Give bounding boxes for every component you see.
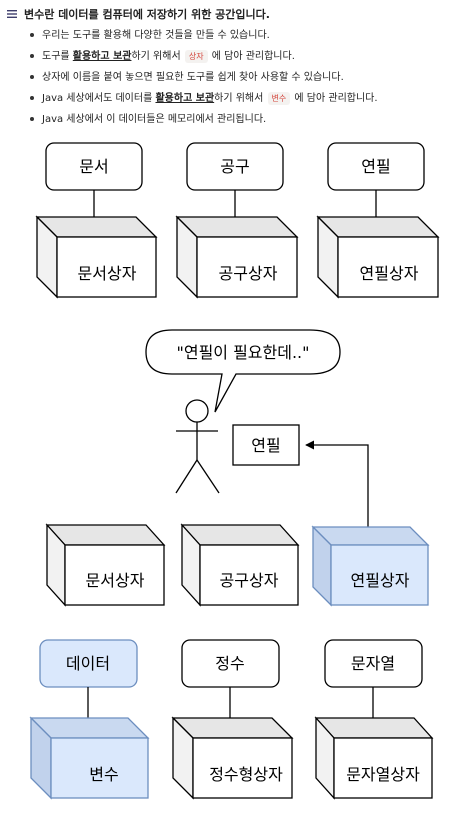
note-text: 도구를 (42, 51, 73, 62)
bullet-dot (30, 54, 34, 58)
bullet-list: 우리는 도구를 활용해 다양한 것들을 만들 수 있습니다. 도구를 활용하고 … (6, 25, 446, 130)
item-label: 데이터 (66, 654, 110, 673)
list-item: 도구를 활용하고 보관하기 위해서 상자 에 담아 관리합니다. (30, 46, 446, 67)
notes-section: 변수란 데이터를 컴퓨터에 저장하기 위한 공간입니다. 우리는 도구를 활용해… (6, 6, 446, 130)
emphasis-text: 활용하고 보관 (155, 93, 215, 104)
storage-box: 문자열상자 (314, 716, 434, 800)
page-title: 변수란 데이터를 컴퓨터에 저장하기 위한 공간입니다. (24, 8, 270, 21)
scene-person: "연필이 필요한데.." 연필 문서상자 공구상자 연필상자 (45, 329, 430, 607)
storage-box: 정수형상자 (171, 716, 294, 800)
diagram-java: 데이터 정수 문자열 변수 정수형상자 문자열상자 (29, 639, 434, 800)
note-text: 하기 위해서 (131, 51, 184, 62)
box-label: 변수 (89, 765, 118, 784)
box-label: 연필상자 (351, 571, 410, 590)
storage-box: 문서상자 (35, 215, 158, 299)
note-text: Java 세상에서 이 데이터들은 메모리에서 관리됩니다. (42, 114, 267, 125)
speech-text: "연필이 필요한데.." (176, 343, 309, 362)
bullet-dot (30, 33, 34, 37)
list-toggle-icon[interactable] (6, 8, 18, 20)
storage-box: 연필상자 (316, 215, 440, 299)
box-label: 공구상자 (219, 264, 278, 283)
storage-box: 공구상자 (175, 215, 299, 299)
storage-box-highlighted: 연필상자 (311, 525, 430, 607)
list-item: Java 세상에서도 데이터를 활용하고 보관하기 위해서 변수 에 담아 관리… (30, 88, 446, 109)
title-row[interactable]: 변수란 데이터를 컴퓨터에 저장하기 위한 공간입니다. (6, 6, 446, 22)
inline-code-tag: 상자 (184, 50, 208, 63)
item-label: 정수 (215, 654, 244, 673)
arrow (305, 440, 369, 545)
note-text: 에 담아 관리합니다. (208, 51, 295, 62)
note-text: 상자에 이름을 붙여 놓으면 필요한 도구를 쉽게 찾아 사용할 수 있습니다. (42, 72, 344, 83)
box-label: 정수형상자 (209, 765, 283, 784)
box-label: 연필상자 (360, 264, 419, 283)
emphasis-text: 활용하고 보관 (72, 51, 132, 62)
item-label: 문자열 (351, 654, 395, 673)
bullet-dot (30, 96, 34, 100)
bullet-dot (30, 75, 34, 79)
inline-code-tag: 변수 (267, 92, 291, 105)
stick-figure-icon (175, 399, 220, 494)
speech-bubble (145, 329, 341, 413)
storage-box-highlighted: 변수 (29, 716, 150, 800)
bullet-dot (30, 117, 34, 121)
box-label: 문서상자 (86, 571, 145, 590)
note-text: 에 담아 관리합니다. (291, 93, 378, 104)
picked-item-box (232, 424, 300, 466)
item-label: 연필 (361, 157, 390, 176)
diagram-tools: 문서 공구 연필 문서상자 공구상자 연필상자 (35, 142, 440, 299)
picked-item-label: 연필 (251, 436, 280, 455)
item-label: 공구 (220, 157, 249, 176)
note-text: 우리는 도구를 활용해 다양한 것들을 만들 수 있습니다. (42, 30, 270, 41)
list-item: Java 세상에서 이 데이터들은 메모리에서 관리됩니다. (30, 109, 446, 130)
list-item: 우리는 도구를 활용해 다양한 것들을 만들 수 있습니다. (30, 25, 446, 46)
note-text: 하기 위해서 (214, 93, 267, 104)
item-label: 문서 (79, 157, 108, 176)
box-label: 공구상자 (220, 571, 279, 590)
box-label: 문자열상자 (346, 765, 420, 784)
storage-box: 문서상자 (45, 523, 166, 607)
storage-box: 공구상자 (180, 523, 300, 607)
list-item: 상자에 이름을 붙여 놓으면 필요한 도구를 쉽게 찾아 사용할 수 있습니다. (30, 67, 446, 88)
note-text: Java 세상에서도 데이터를 (42, 93, 156, 104)
box-label: 문서상자 (78, 264, 137, 283)
